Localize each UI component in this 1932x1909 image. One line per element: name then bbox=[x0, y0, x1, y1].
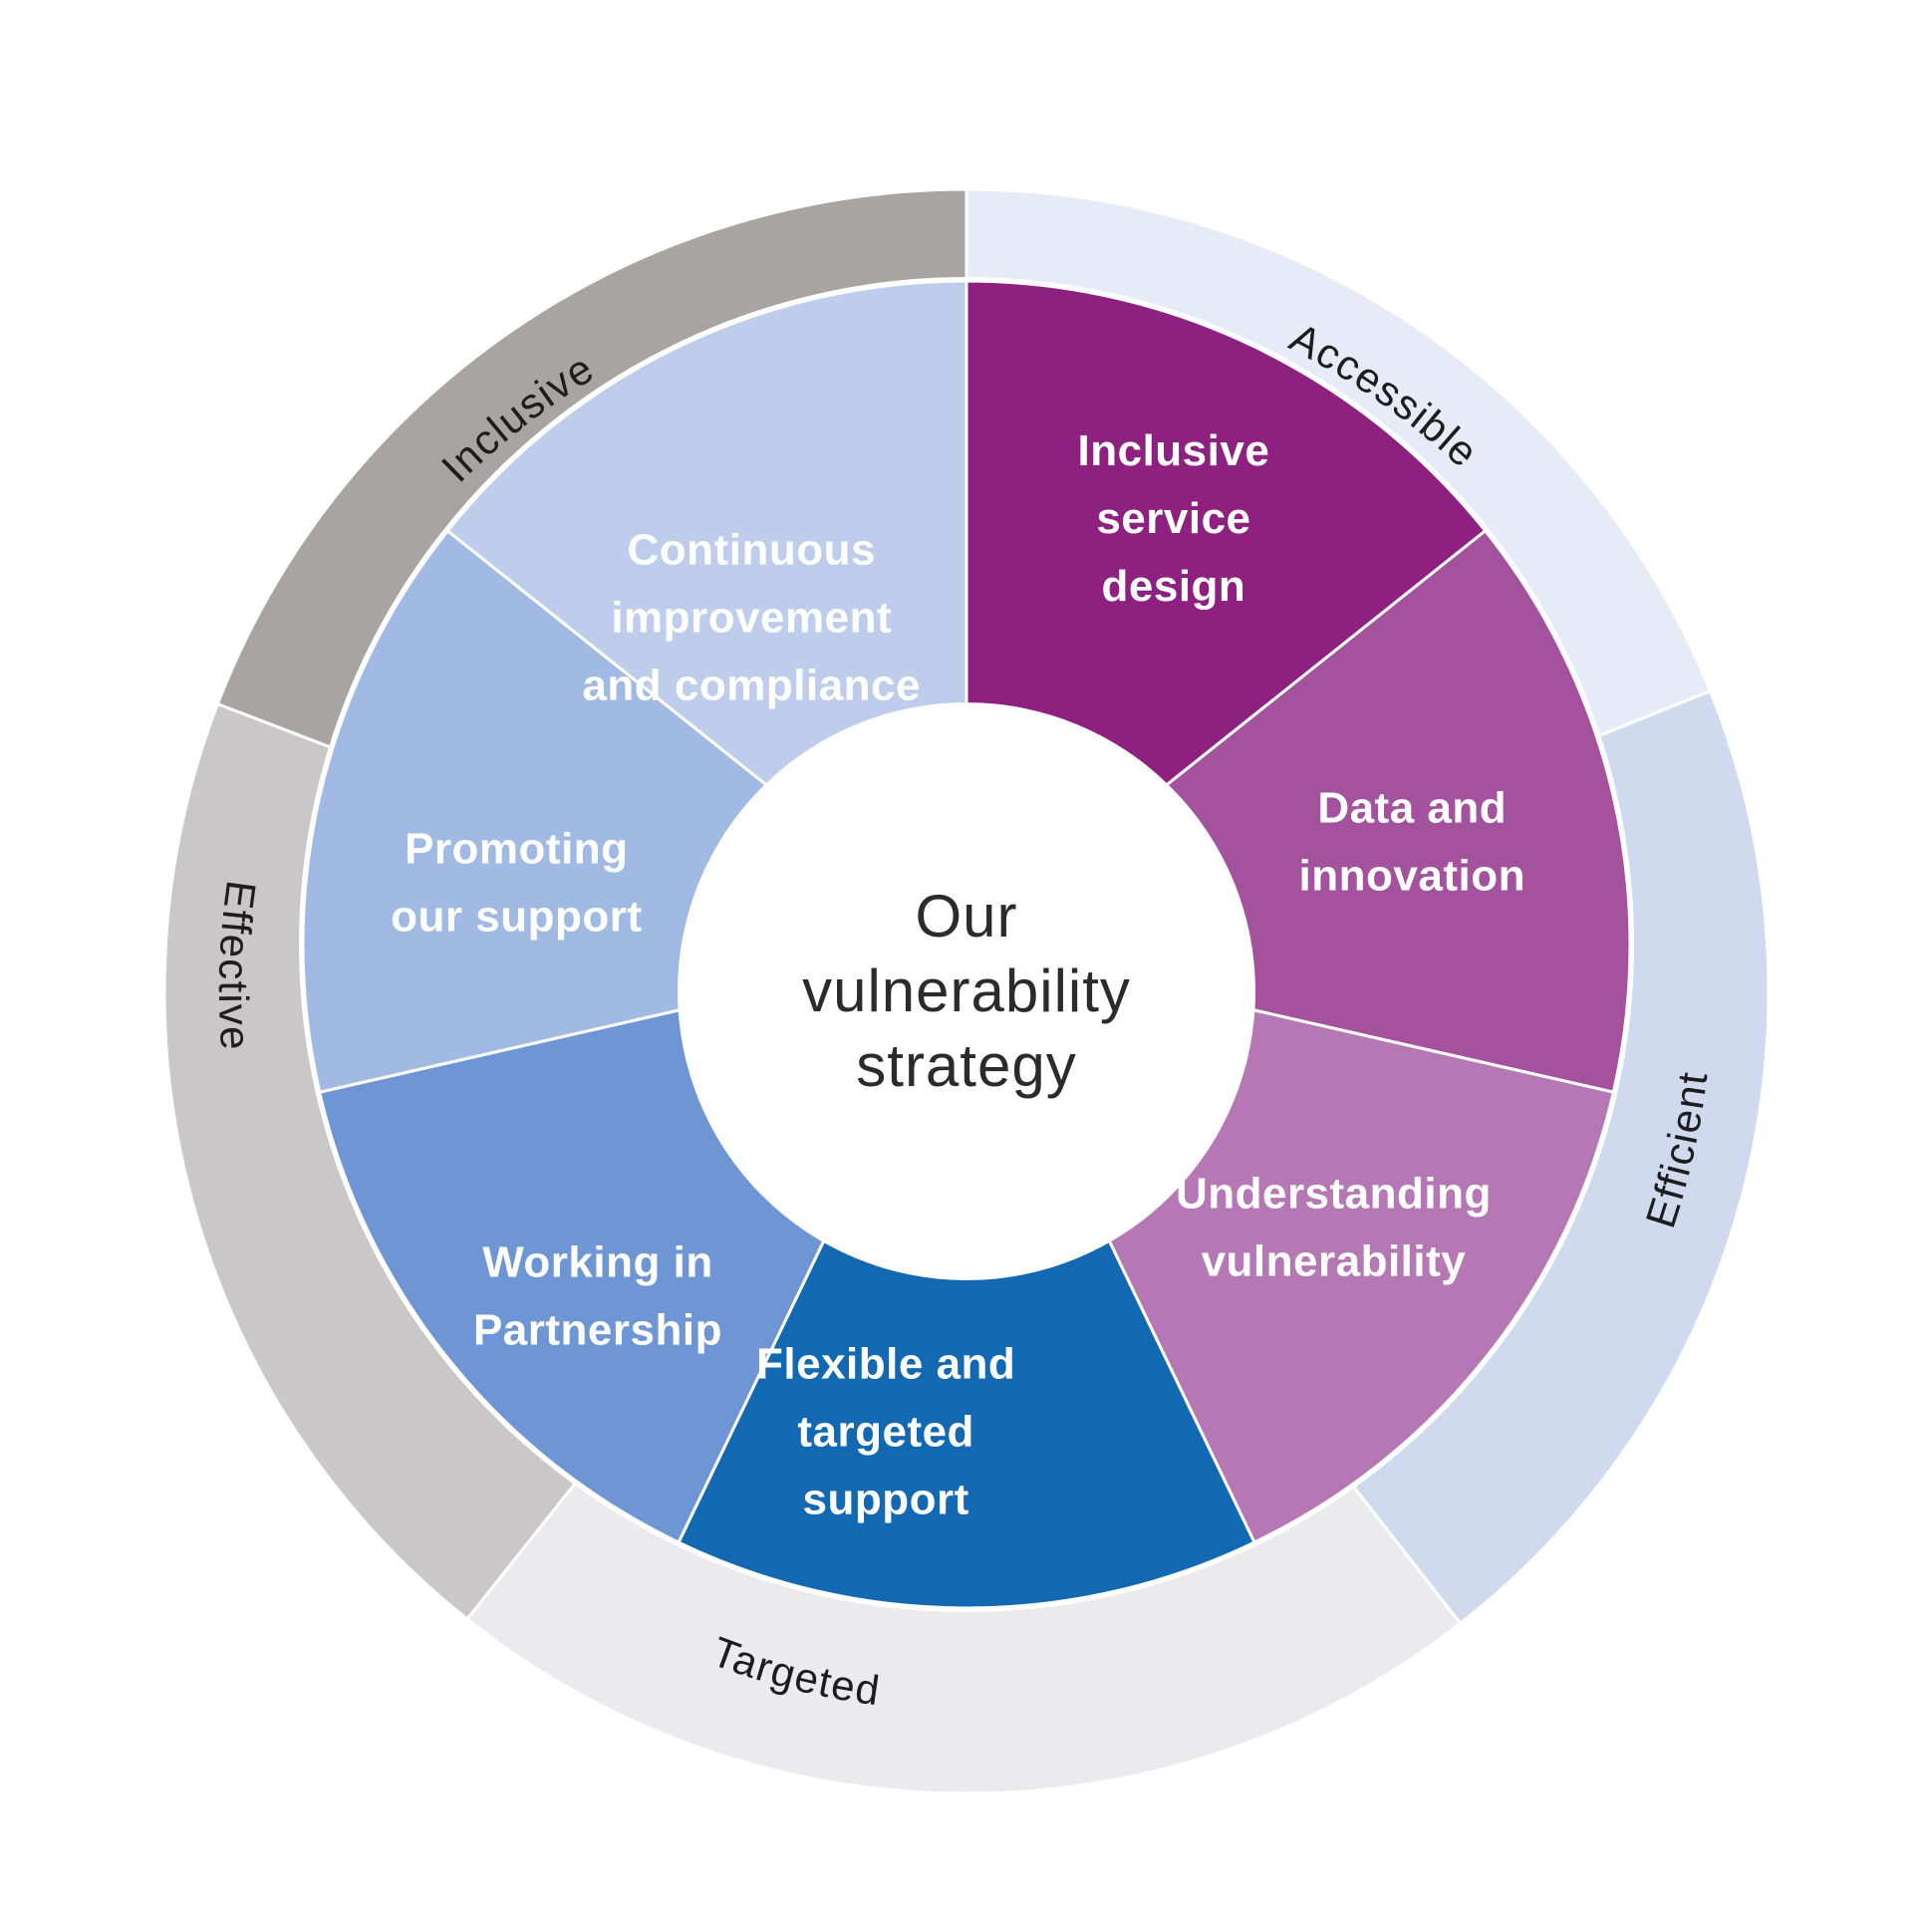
wheel-label-line: support bbox=[803, 1475, 969, 1523]
ring-label-effective: Effective bbox=[210, 878, 265, 1052]
wheel-label-line: Partnership bbox=[473, 1305, 722, 1354]
wheel-label-line: our support bbox=[391, 892, 642, 941]
hub-title-line: Our bbox=[915, 883, 1017, 950]
wheel-label-line: design bbox=[1102, 562, 1246, 611]
hub-title-line: strategy bbox=[856, 1032, 1076, 1099]
wheel-label-line: Understanding bbox=[1176, 1170, 1492, 1219]
wheel-label-working-in-partnership: Working in Partnership bbox=[473, 1237, 722, 1354]
wheel-label-data-and-innovation: Data and innovation bbox=[1299, 784, 1525, 901]
wheel-label-understanding-vulnerability: Understanding vulnerability bbox=[1176, 1170, 1492, 1286]
wheel-label-line: service bbox=[1096, 494, 1250, 543]
hub-title: Our vulnerability strategy bbox=[802, 883, 1131, 1099]
wheel-label-line: Continuous bbox=[628, 526, 876, 575]
wheel-label-line: vulnerability bbox=[1202, 1237, 1467, 1286]
hub-circle bbox=[678, 702, 1255, 1280]
wheel-label-line: Promoting bbox=[405, 824, 628, 873]
wheel-label-line: Data and bbox=[1317, 784, 1507, 833]
wheel-label-line: Inclusive bbox=[1078, 426, 1270, 475]
wheel-label-continuous-improvement-and-compliance: Continuous improvement and compliance bbox=[582, 526, 921, 710]
wheel-label-flexible-and-targeted-support: Flexible and targeted support bbox=[756, 1339, 1015, 1523]
wheel-label-line: and compliance bbox=[582, 662, 921, 710]
wheel-label-line: Working in bbox=[482, 1237, 713, 1286]
wheel-label-line: improvement bbox=[611, 594, 892, 643]
wheel-label-inclusive-service-design: Inclusive service design bbox=[1078, 426, 1270, 611]
hub-title-line: vulnerability bbox=[802, 957, 1131, 1024]
wheel-label-line: targeted bbox=[797, 1407, 974, 1456]
ring-label-text: Effective bbox=[210, 878, 264, 1052]
wheel-label-line: Flexible and bbox=[756, 1339, 1015, 1388]
wheel-label-line: innovation bbox=[1299, 852, 1525, 901]
wheel-label-promoting-our-support: Promoting our support bbox=[391, 824, 642, 941]
